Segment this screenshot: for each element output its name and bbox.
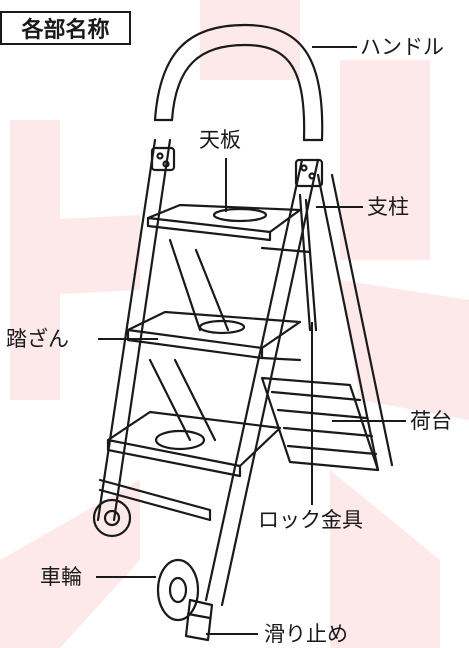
label-cargo: 荷台 [410,409,452,433]
label-nonslip: 滑り止め [264,622,348,646]
label-handle: ハンドル [360,35,444,59]
top-board [146,203,302,242]
wheel-front [156,558,200,622]
wheel-back [92,498,132,538]
leader-lines [96,46,406,635]
step-middle [126,310,302,360]
diagram-title: 各部名称 [0,11,131,45]
ladder-drawing [92,23,394,642]
front-leg-left [96,138,172,522]
nonslip-foot [184,598,214,642]
handle-inner [170,43,306,142]
label-step: 踏ざん [6,327,69,351]
hinge-right [294,158,324,188]
label-wheel: 車輪 [40,565,82,589]
label-lock: ロック金具 [258,508,363,532]
handle-outer [153,23,324,142]
label-support: 支柱 [367,195,409,219]
label-top-board: 天板 [199,128,241,152]
step-lower [106,410,282,478]
hinge-left [150,146,176,172]
cargo-rack [260,376,380,472]
